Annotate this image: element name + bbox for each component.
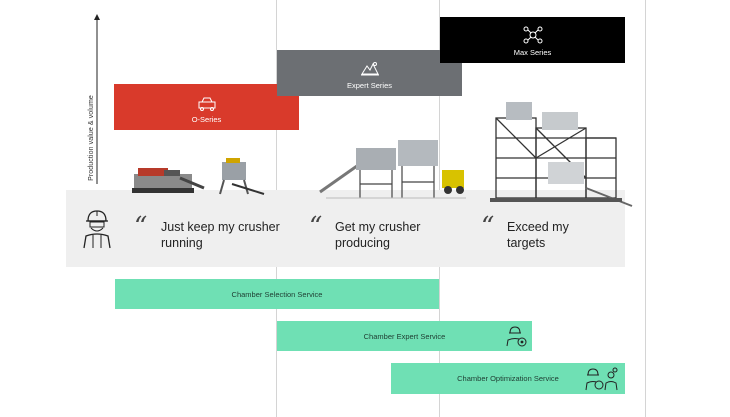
quote-max-series: Exceed my targets — [507, 219, 569, 251]
service-label: Chamber Expert Service — [363, 331, 446, 341]
quote-line: targets — [507, 236, 546, 250]
expert-worker-icon — [506, 326, 527, 347]
y-axis-arrow — [94, 14, 100, 184]
quote-band — [66, 190, 625, 267]
network-icon — [523, 26, 542, 44]
quote-mark-icon: “ — [134, 212, 148, 242]
max-plant-image — [490, 102, 633, 207]
quote-line: Get my crusher — [335, 220, 421, 234]
service-label: Chamber Selection Service — [231, 289, 323, 299]
quote-line: Exceed my — [507, 220, 569, 234]
divider-line — [645, 0, 646, 417]
y-axis-label: Production value & volume — [88, 95, 95, 181]
max-series-box: Max Series — [440, 17, 625, 63]
quote-o-series: Just keep my crusher running — [161, 219, 280, 251]
team-workers-icon — [585, 367, 618, 391]
o-series-label: O-Series — [191, 115, 222, 124]
expert-series-label: Expert Series — [346, 81, 393, 90]
chamber-optimization-service-bar: Chamber Optimization Service — [391, 363, 625, 394]
chamber-expert-service-bar: Chamber Expert Service — [277, 321, 532, 351]
mobile-crusher-image — [132, 158, 265, 195]
crusher-icon — [198, 97, 215, 111]
chamber-selection-service-bar: Chamber Selection Service — [115, 279, 439, 309]
o-series-box: O-Series — [114, 84, 299, 130]
quote-line: producing — [335, 236, 390, 250]
service-label: Chamber Optimization Service — [457, 374, 559, 383]
max-series-label: Max Series — [513, 48, 552, 57]
quote-line: Just keep my crusher — [161, 220, 280, 234]
quote-mark-icon: “ — [481, 212, 495, 242]
quote-line: running — [161, 236, 203, 250]
quote-mark-icon: “ — [309, 212, 323, 242]
expert-plant-image — [319, 140, 466, 199]
plant-icon — [360, 62, 379, 76]
expert-series-box: Expert Series — [277, 50, 462, 96]
quote-expert-series: Get my crusher producing — [335, 219, 420, 251]
worker-icon — [83, 210, 111, 249]
